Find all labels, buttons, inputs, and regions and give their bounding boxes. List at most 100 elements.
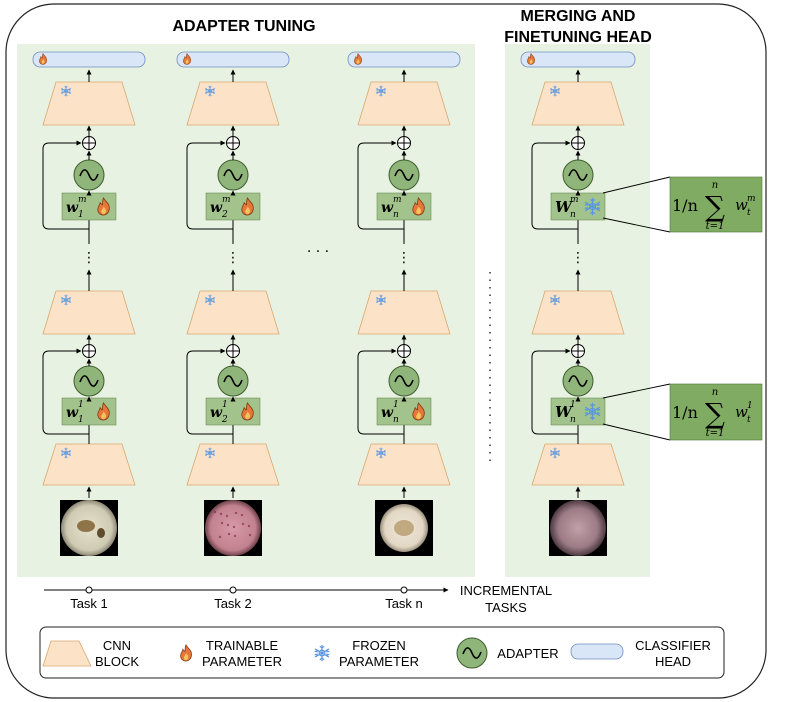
legend-box xyxy=(39,626,725,679)
weight-symbol: w xyxy=(210,405,223,421)
weight-symbol: w xyxy=(66,405,79,421)
lesion-image xyxy=(60,500,118,556)
task-label-2: Task 2 xyxy=(214,596,252,611)
timeline-tick-1 xyxy=(85,586,93,594)
weight-subscript: n xyxy=(393,210,399,220)
wave-icon xyxy=(223,169,243,181)
weight-symbol: W xyxy=(555,198,574,216)
weight-superscript: m xyxy=(570,195,579,205)
merging-title-line2: FINETUNING HEAD xyxy=(504,29,652,46)
adapter-unit-top: Wmn xyxy=(531,136,606,230)
formula-bottom-term-sup: 1 xyxy=(747,401,753,411)
lesion-image xyxy=(204,500,262,556)
timeline-tick-n xyxy=(400,586,408,594)
wave-icon xyxy=(394,169,414,181)
weight-box xyxy=(376,192,432,221)
timeline-tick-2 xyxy=(229,586,237,594)
sum-sign-bottom: ∑ xyxy=(705,397,725,430)
cnn-block-top xyxy=(186,81,280,126)
formula-top-term-sup: m xyxy=(747,194,756,204)
timeline-end-label-line2: TASKS xyxy=(485,600,527,615)
lesion-image xyxy=(549,500,607,556)
weight-superscript: m xyxy=(393,195,402,205)
weight-superscript: 1 xyxy=(78,400,84,410)
adapter-tuning-title: ADAPTER TUNING xyxy=(172,18,315,35)
classifier-head xyxy=(176,51,290,68)
legend-cnn-line1: CNN xyxy=(103,638,131,653)
adapter-unit-bottom: W1 n xyxy=(531,344,606,435)
legend-wave-icon xyxy=(462,647,482,659)
cnn-block-bottom xyxy=(42,443,136,486)
formula-top-term-sub: t xyxy=(747,208,751,218)
formula-top-term: w xyxy=(735,196,748,214)
weight-subscript: 2 xyxy=(221,415,228,425)
weight-subscript: 1 xyxy=(78,210,84,220)
merging-title-line1: MERGING AND xyxy=(521,8,636,25)
column-ellipsis: · · · xyxy=(307,244,329,260)
vertical-ellipsis: ⋮ xyxy=(226,250,240,266)
legend-frozen-line2: PARAMETER xyxy=(339,654,419,669)
legend-head-line2: HEAD xyxy=(655,654,691,669)
task-label-n: Task n xyxy=(385,596,423,611)
formula-bottom-upper: n xyxy=(712,387,718,398)
weight-subscript: n xyxy=(570,210,576,220)
formula-top: 1/n ∑ n t=1 w m t xyxy=(602,176,763,233)
formula-bottom-term-sub: t xyxy=(747,415,751,425)
weight-subscript: n xyxy=(393,415,399,425)
cnn-block-top xyxy=(531,81,625,126)
weight-subscript: n xyxy=(570,415,576,425)
wave-icon xyxy=(223,375,243,387)
formula-top-upper: n xyxy=(712,180,718,191)
legend-cnn-icon xyxy=(42,640,92,667)
weight-subscript: 2 xyxy=(221,210,228,220)
weight-symbol: w xyxy=(381,405,394,421)
weight-symbol: w xyxy=(381,200,394,216)
cnn-block-middle xyxy=(42,290,136,335)
weight-superscript: 1 xyxy=(393,400,399,410)
cnn-block-top xyxy=(42,81,136,126)
weight-superscript: 1 xyxy=(222,400,228,410)
classifier-head xyxy=(32,51,146,68)
wave-icon xyxy=(568,375,588,387)
formula-bottom-prefix: 1/n xyxy=(672,403,698,422)
weight-symbol: w xyxy=(66,200,79,216)
classifier-head xyxy=(520,51,636,68)
weight-superscript: 1 xyxy=(570,400,576,410)
timeline-end-label-line1: INCREMENTAL xyxy=(460,583,552,598)
formula-bottom-term: w xyxy=(735,403,748,421)
weight-symbol: W xyxy=(555,403,574,421)
wave-icon xyxy=(568,169,588,181)
legend-trainable-line1: TRAINABLE xyxy=(206,638,279,653)
legend-head-icon xyxy=(570,643,624,660)
cnn-block-middle xyxy=(186,290,280,335)
vertical-ellipsis: ⋮ xyxy=(82,250,96,266)
weight-superscript: m xyxy=(78,195,87,205)
legend-cnn-line2: BLOCK xyxy=(95,654,139,669)
formula-top-lower: t=1 xyxy=(706,221,725,232)
task-label-1: Task 1 xyxy=(70,596,108,611)
cnn-block-bottom xyxy=(357,443,451,486)
formula-bottom: 1/n ∑ n t=1 w 1 t xyxy=(602,383,763,441)
weight-symbol: w xyxy=(210,200,223,216)
task-column-4: W1n⋮Wmn xyxy=(520,51,636,556)
legend-head-line1: CLASSIFIER xyxy=(635,638,711,653)
wave-icon xyxy=(79,169,99,181)
formula-top-prefix: 1/n xyxy=(672,196,698,215)
legend-adapter-label: ADAPTER xyxy=(497,646,558,661)
lesion-image xyxy=(375,500,433,556)
cnn-block-top xyxy=(357,81,451,126)
weight-subscript: 1 xyxy=(78,415,84,425)
weight-superscript: m xyxy=(222,195,231,205)
wave-icon xyxy=(79,375,99,387)
legend-frozen-line1: FROZEN xyxy=(352,638,405,653)
